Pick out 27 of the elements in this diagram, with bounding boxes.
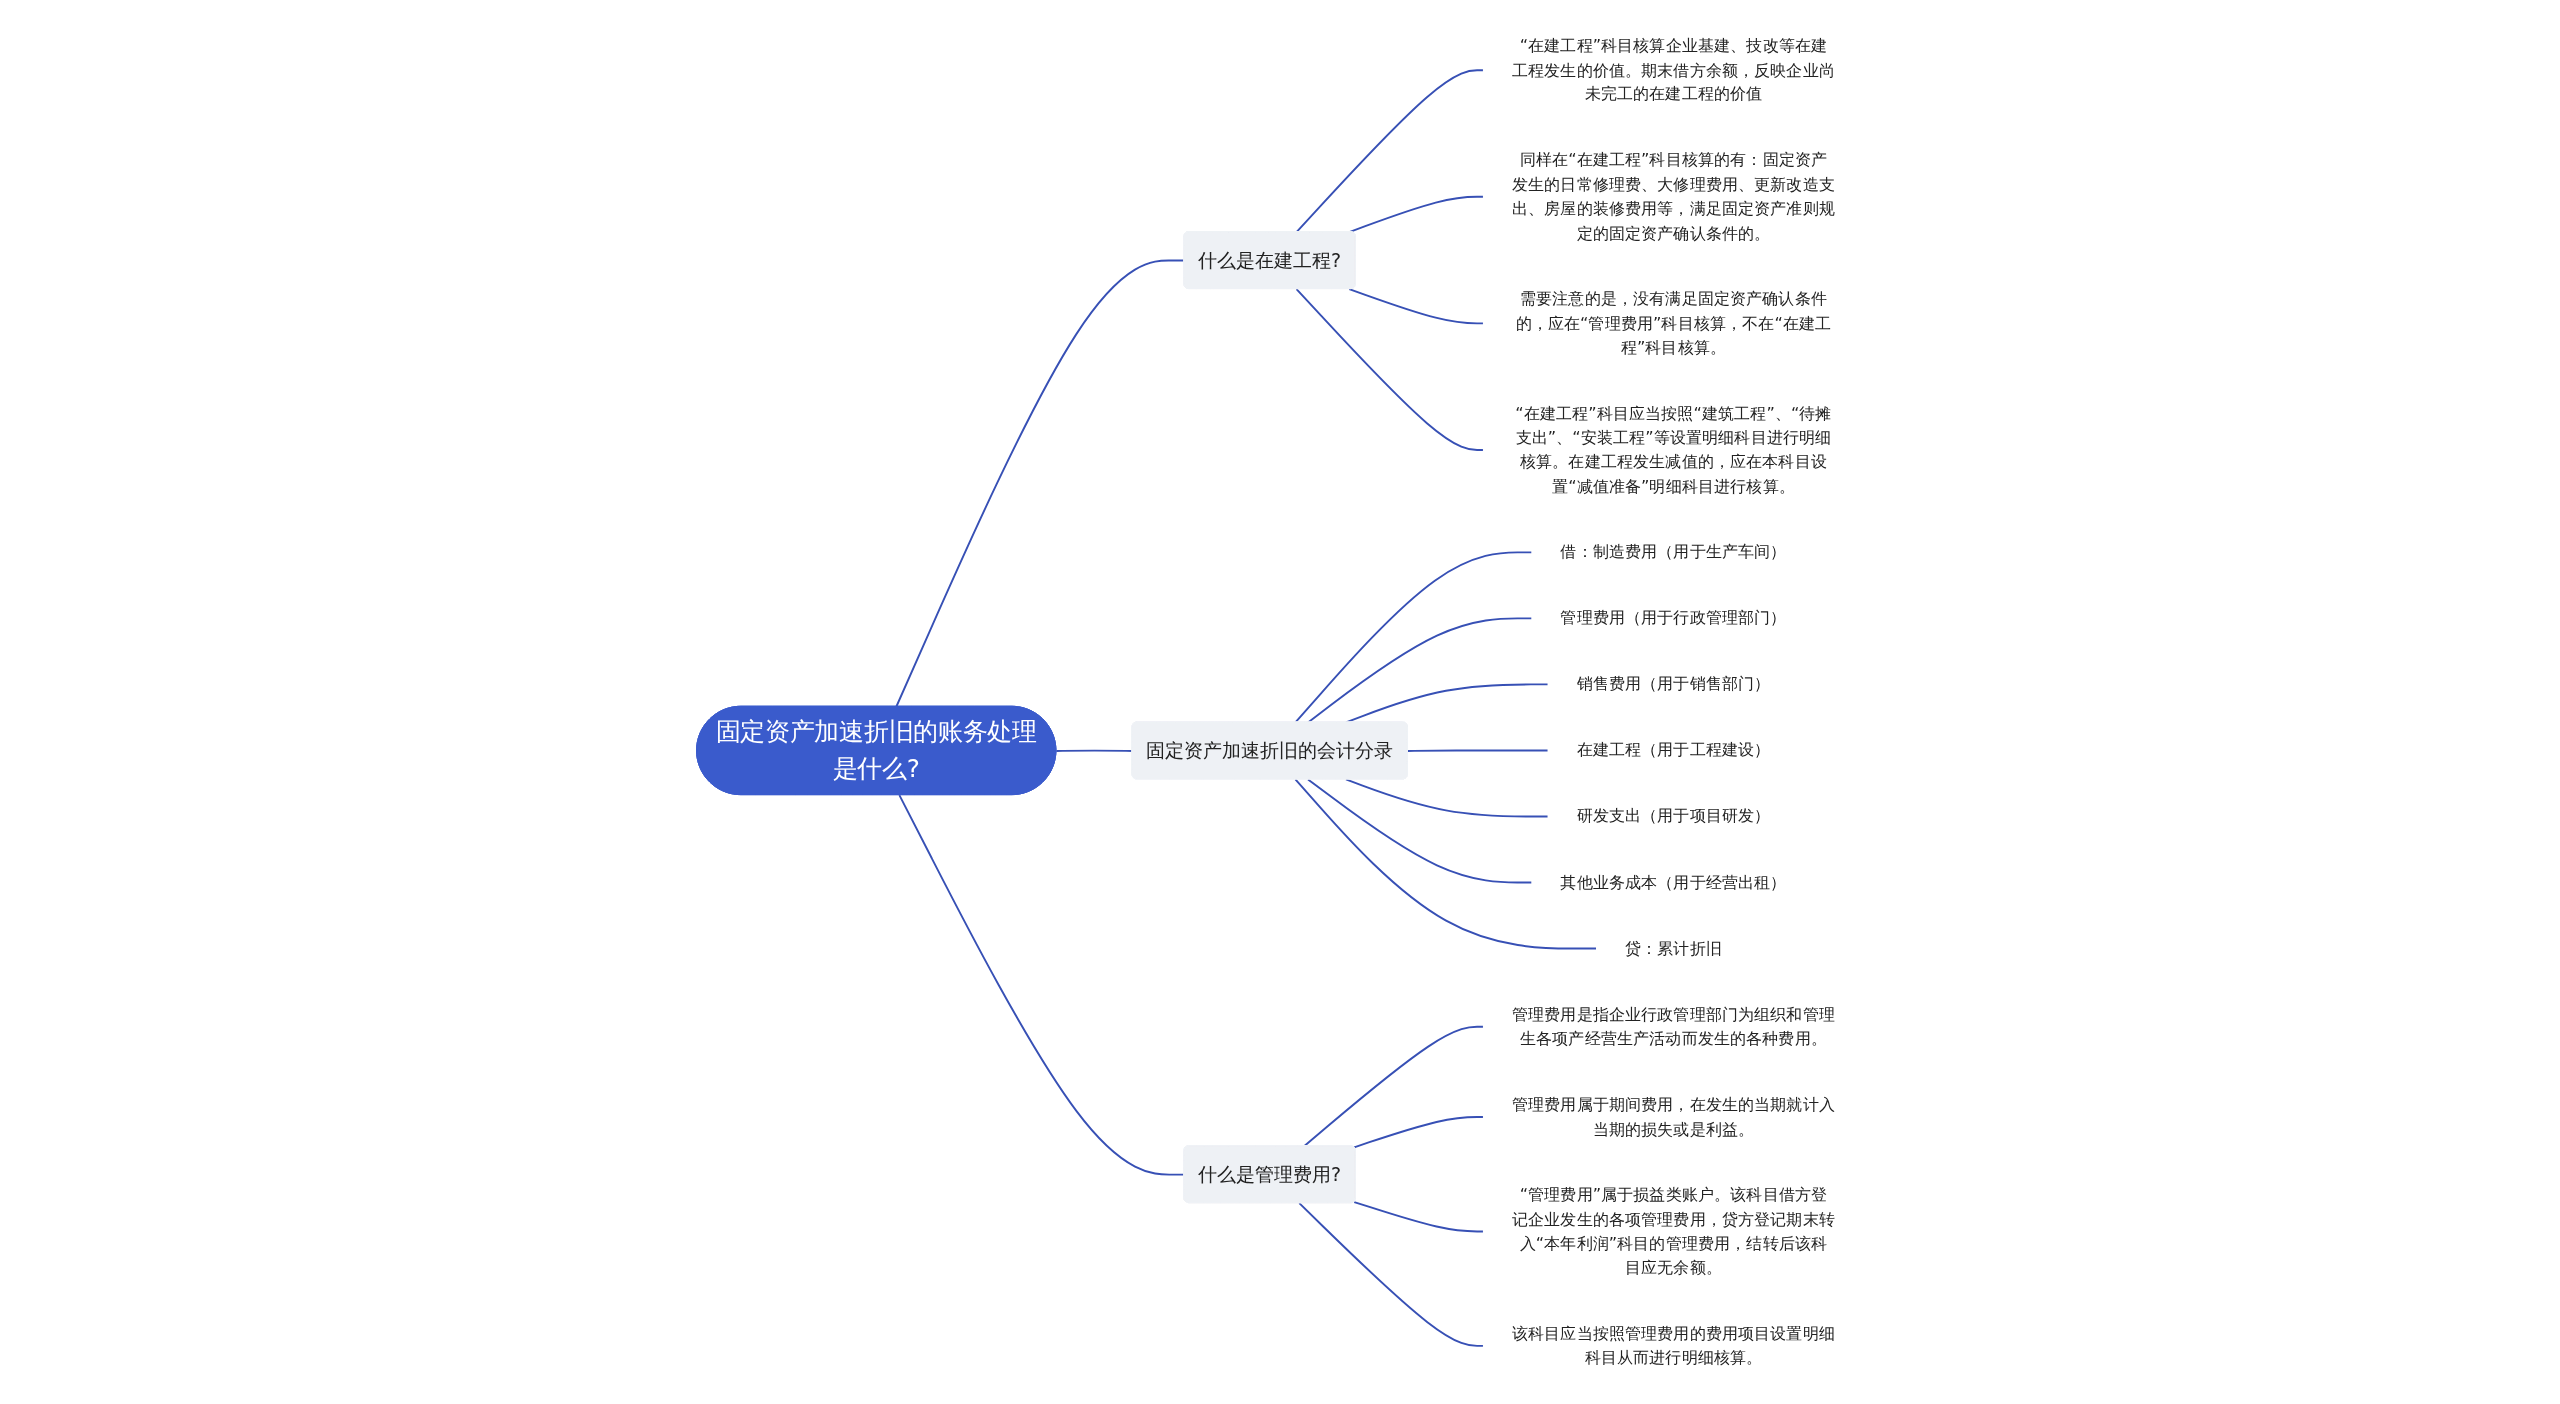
- node-text: 该科目应当按照管理费用的费用项目设置明细科目从而进行明细核算。: [1511, 1323, 1835, 1367]
- connector: [1353, 1201, 1485, 1233]
- connector: [1348, 195, 1485, 233]
- node-text: 同样在“在建工程”科目核算的有：固定资产发生的日常修理费、大修理费用、更新改造支出、房屋的装修费用等，满足固定资产准则规定的固定资产确认条件的。: [1511, 150, 1835, 242]
- connector: [1345, 778, 1549, 818]
- node-text: 其他业务成本（用于经营出租）: [1560, 872, 1787, 892]
- connector: [1353, 1116, 1485, 1149]
- node-text: 研发支出（用于项目研发）: [1576, 806, 1771, 826]
- node-text: 借：制造费用（用于生产车间）: [1560, 542, 1787, 562]
- connector: [1303, 1025, 1485, 1148]
- connector: [1307, 778, 1533, 884]
- node-text: 管理费用（用于行政管理部门）: [1560, 608, 1787, 628]
- connector: [1406, 749, 1549, 752]
- node-text: 贷：累计折旧: [1624, 938, 1722, 958]
- node-text: “在建工程”科目应当按照“建筑工程”、“待摊支出”、“安装工程”等设置明细科目进行明细核算。在建工程发生减值的，应在本科目设置“减值准备”明细科目进行核算。: [1515, 403, 1832, 496]
- connector: [1348, 288, 1485, 325]
- node-text: “在建工程”科目核算企业基建、技改等在建工程发生的价值。期末借方余额，反映企业尚未完工的在建工程的价值: [1511, 35, 1835, 104]
- node-text: 在建工程（用于工程建设）: [1576, 740, 1771, 760]
- node-text: “管理费用”属于损益类账户。该科目借方登记企业发生的各项管理费用，贷方登记期末转入“本年利润”科目的管理费用，结转后该科目应无余额。: [1511, 1184, 1835, 1277]
- node-text: 需要注意的是，没有满足固定资产确认条件的，应在“管理费用”科目核算，不在“在建工程”科目核算。: [1515, 288, 1832, 357]
- node-text: 销售费用（用于销售部门）: [1576, 674, 1771, 694]
- connector: [1295, 288, 1485, 451]
- node-text: 管理费用属于期间费用，在发生的当期就计入当期的损失或是利益。: [1511, 1094, 1835, 1138]
- connector: [1294, 778, 1598, 950]
- connector: [1295, 69, 1485, 233]
- node-text: 管理费用是指企业行政管理部门为组织和管理生各项产经营生产活动而发生的各种费用。: [1511, 1004, 1835, 1048]
- connector: [1298, 1202, 1485, 1347]
